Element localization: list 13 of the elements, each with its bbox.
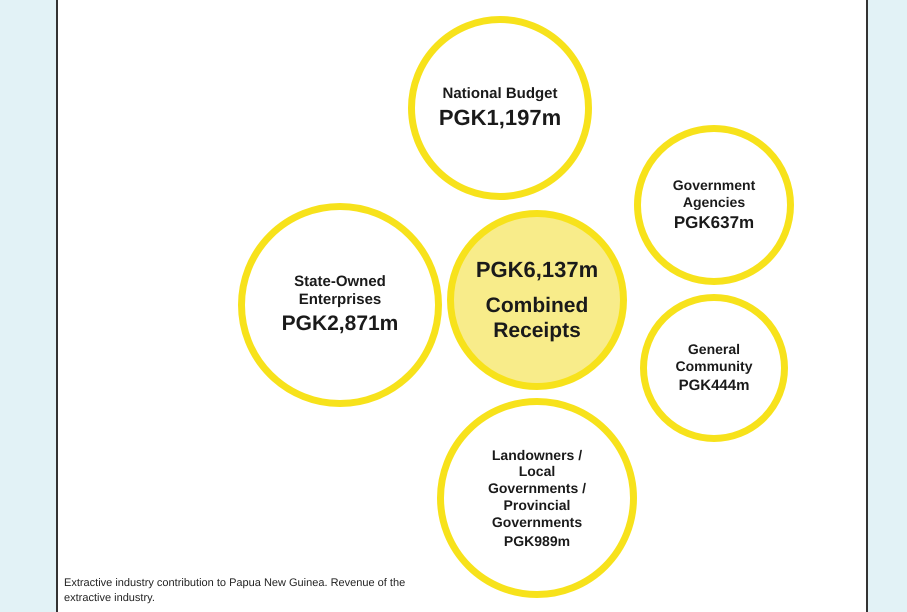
label-text: National Budget bbox=[442, 84, 558, 103]
label-text: State-Owned Enterprises bbox=[293, 273, 387, 310]
label-text: Government Agencies bbox=[672, 177, 756, 211]
caption: Extractive industry contribution to Papua New Guinea. Revenue of the extractive industry. bbox=[64, 576, 406, 606]
label-text: Landowners / Local Governments / Provincial Governments bbox=[486, 446, 588, 531]
label-text: General Community bbox=[674, 341, 754, 375]
value-text: PGK989m bbox=[504, 532, 570, 550]
value-text: PGK1,197m bbox=[438, 104, 562, 132]
value-text: PGK6,137m bbox=[476, 256, 598, 283]
value-text: PGK637m bbox=[674, 212, 754, 233]
value-text: PGK2,871m bbox=[282, 311, 398, 337]
label-text: Combined Receipts bbox=[484, 293, 590, 344]
value-text: PGK444m bbox=[678, 376, 750, 395]
